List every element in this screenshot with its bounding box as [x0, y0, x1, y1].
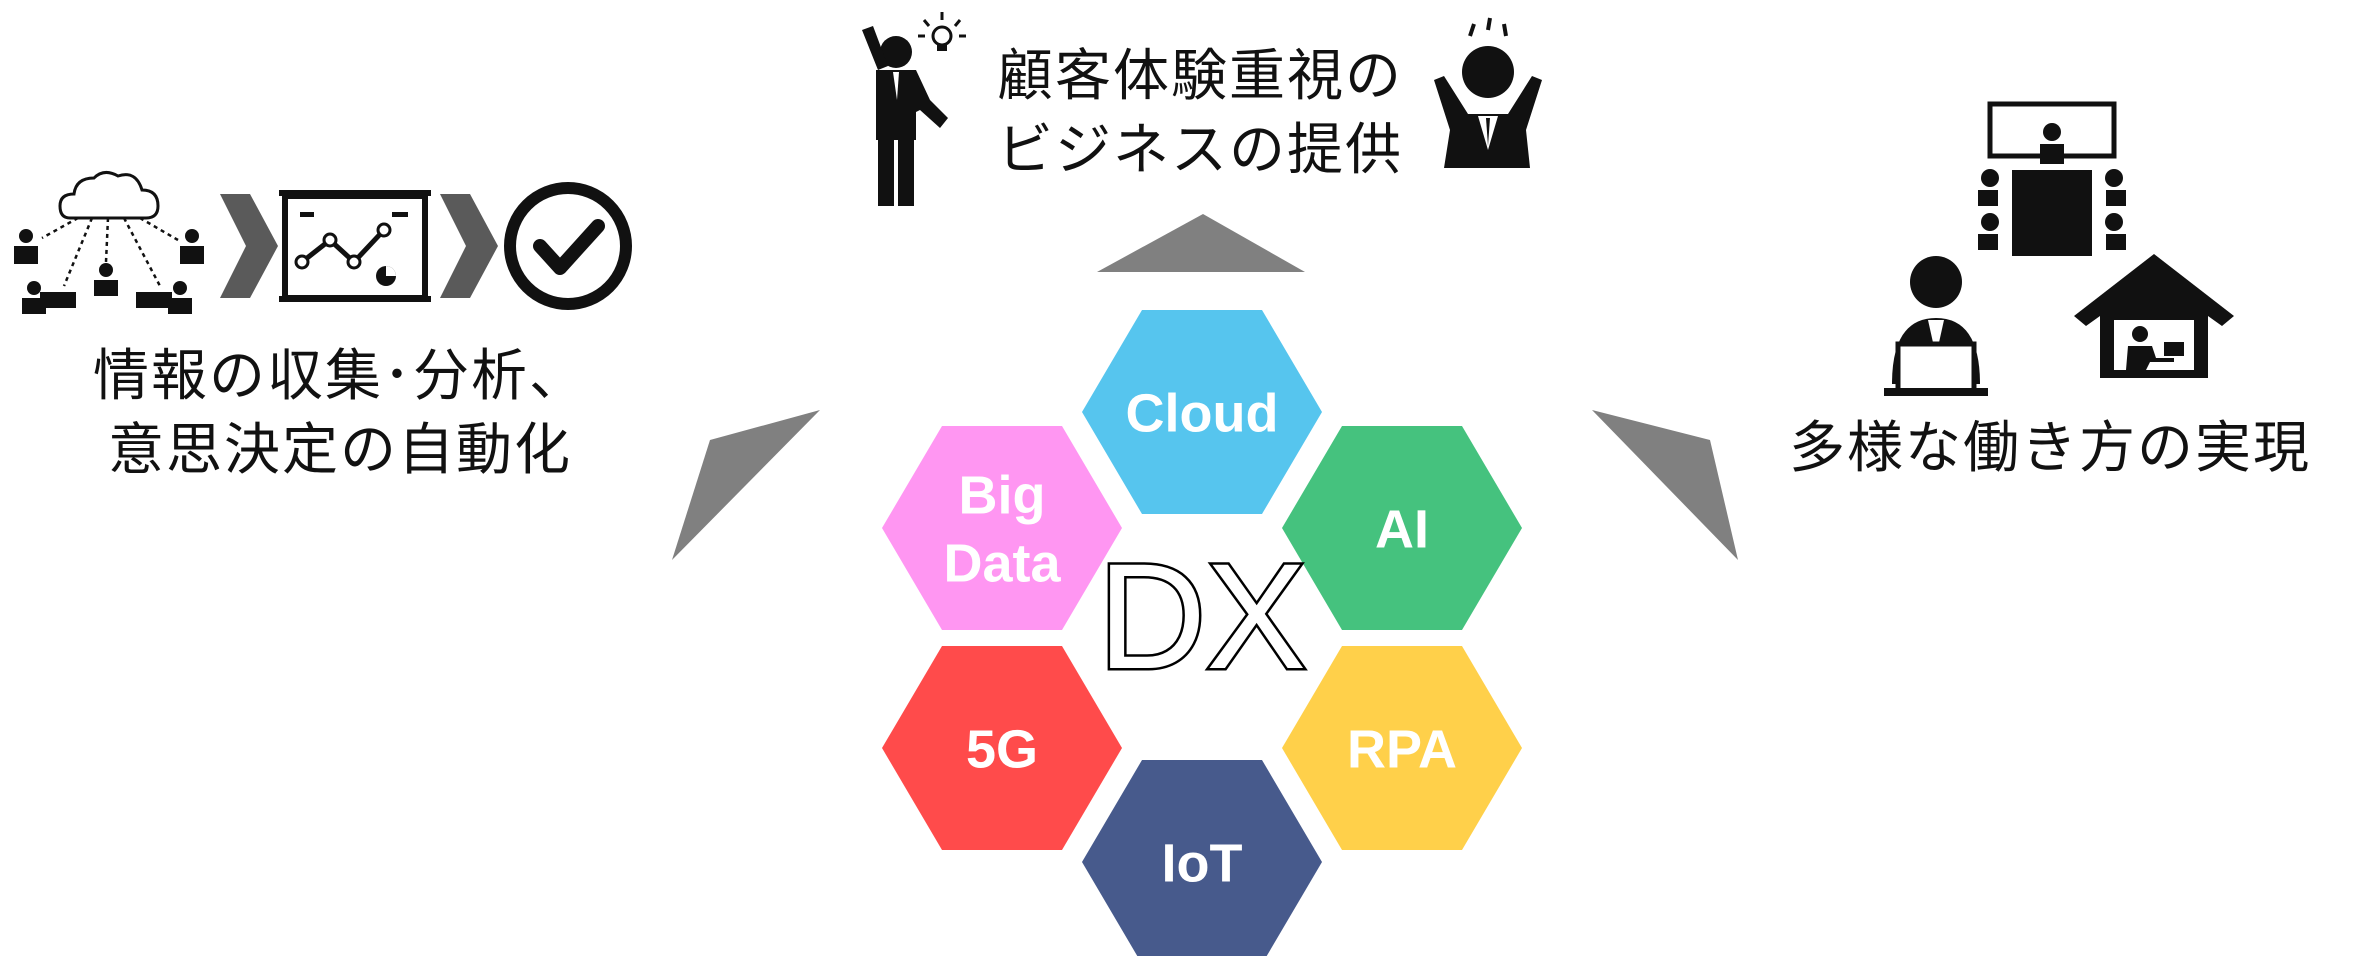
- chevron-right-icon: [440, 194, 498, 298]
- analytics-board-icon: [279, 190, 431, 302]
- hexagon-shape-big-data: [882, 426, 1122, 630]
- hexagon-ai: AI: [1282, 426, 1522, 630]
- left-caption-line-2: 意思決定の自動化: [108, 418, 572, 483]
- arrows: [672, 214, 1738, 560]
- check-circle-icon: [504, 182, 632, 310]
- hexagon-shape-cloud: [1082, 310, 1322, 514]
- hexagon-label-ai-1: AI: [1375, 499, 1429, 559]
- left-caption-line-1: 情報の収集･分析、: [93, 344, 587, 409]
- hexagon-label-big-data-1: Big: [959, 465, 1046, 525]
- home-office-icon: [2074, 254, 2234, 378]
- hexagon-label-cloud-1: Cloud: [1126, 383, 1279, 443]
- hexagon-label-iot-1: IoT: [1162, 833, 1243, 893]
- hexagon-shape-5g: [882, 646, 1122, 850]
- hexagon-cloud: Cloud: [1082, 310, 1322, 514]
- meeting-table-icon: [1978, 101, 2126, 256]
- chevron-right-icon: [220, 194, 278, 298]
- right-caption-line-1: 多様な働き方の実現: [1789, 416, 2311, 481]
- laptop-worker-icon: [1884, 256, 1988, 396]
- hexagon-label-rpa-1: RPA: [1347, 719, 1457, 779]
- dx-center-label: DX: [1098, 532, 1306, 700]
- top-caption-line-1: 顧客体験重視の: [997, 44, 1403, 109]
- hexagon-shape-rpa: [1282, 646, 1522, 850]
- arrow-right-icon: [1592, 410, 1738, 560]
- arrow-left-icon: [672, 410, 820, 560]
- hexagon-rpa: RPA: [1282, 646, 1522, 850]
- cheering-person-icon: [1434, 17, 1542, 168]
- hexagon-shape-ai: [1282, 426, 1522, 630]
- arrow-up-icon: [1097, 214, 1305, 272]
- top-caption-line-2: ビジネスの提供: [997, 118, 1403, 183]
- left-caption: 情報の収集･分析、 意思決定の自動化: [60, 340, 620, 488]
- hexagon-shape-iot: [1082, 760, 1322, 956]
- top-caption: 顧客体験重視の ビジネスの提供: [965, 40, 1435, 188]
- hexagon-5g: 5G: [882, 646, 1122, 850]
- hexagon-label-5g-1: 5G: [966, 719, 1038, 779]
- network-people-icon: [14, 171, 204, 314]
- hexagon-iot: IoT: [1082, 760, 1322, 956]
- businessman-idea-icon: [862, 12, 966, 206]
- hexagon-label-big-data-2: Data: [943, 533, 1061, 593]
- right-caption: 多様な働き方の実現: [1760, 412, 2340, 486]
